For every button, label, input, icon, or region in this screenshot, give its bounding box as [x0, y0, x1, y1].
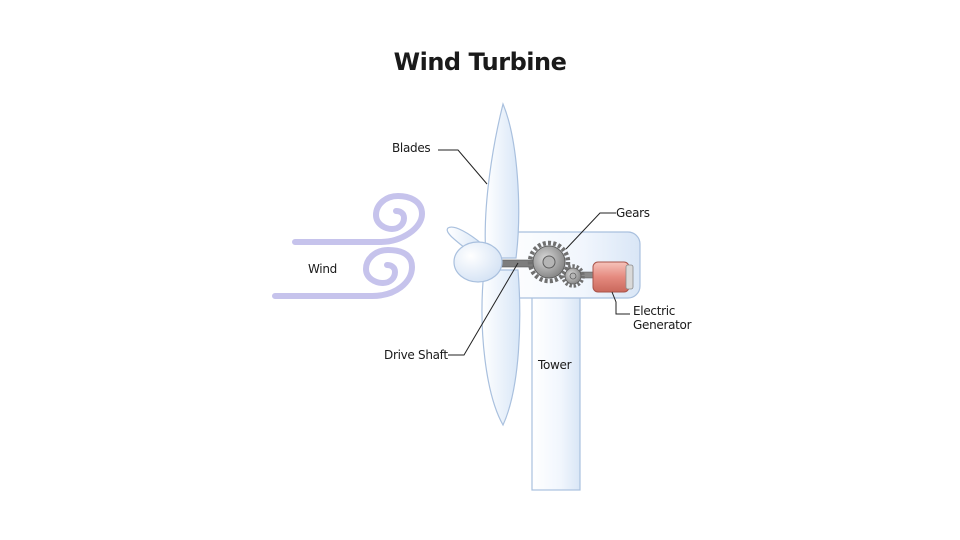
- tower: [531, 282, 581, 491]
- label-tower: Tower: [538, 358, 572, 372]
- leader-generator: [611, 291, 630, 315]
- gear-large-hub: [542, 255, 556, 269]
- label-drive-shaft: Drive Shaft: [384, 348, 448, 362]
- electric-generator: [592, 261, 634, 293]
- blade-lower: [481, 269, 521, 427]
- label-electric-generator-line2: Generator: [633, 318, 692, 332]
- generator-body: [592, 261, 630, 293]
- generator-cap: [625, 264, 634, 290]
- gear-small-hub: [569, 272, 577, 280]
- gear-large-teeth: [527, 240, 571, 284]
- leader-blades: [438, 149, 488, 185]
- gears: [527, 240, 585, 288]
- label-gears: Gears: [616, 206, 650, 220]
- label-electric-generator-line1: Electric: [633, 304, 676, 318]
- gear-small-teeth: [561, 264, 585, 288]
- diagram-title: Wind Turbine: [393, 48, 567, 76]
- leader-drive-shaft: [448, 262, 519, 356]
- label-blades: Blades: [392, 141, 431, 155]
- label-electric-generator: Electric Generator: [633, 304, 692, 332]
- rotor-hub: [453, 241, 503, 283]
- leader-lines: [438, 149, 630, 356]
- leader-gears: [565, 212, 616, 250]
- label-wind: Wind: [308, 262, 337, 276]
- wind-swirl-lower: [272, 246, 416, 299]
- blade-upper: [484, 102, 520, 259]
- wind-swirls: [272, 192, 426, 299]
- wind-swirl-upper: [292, 192, 426, 245]
